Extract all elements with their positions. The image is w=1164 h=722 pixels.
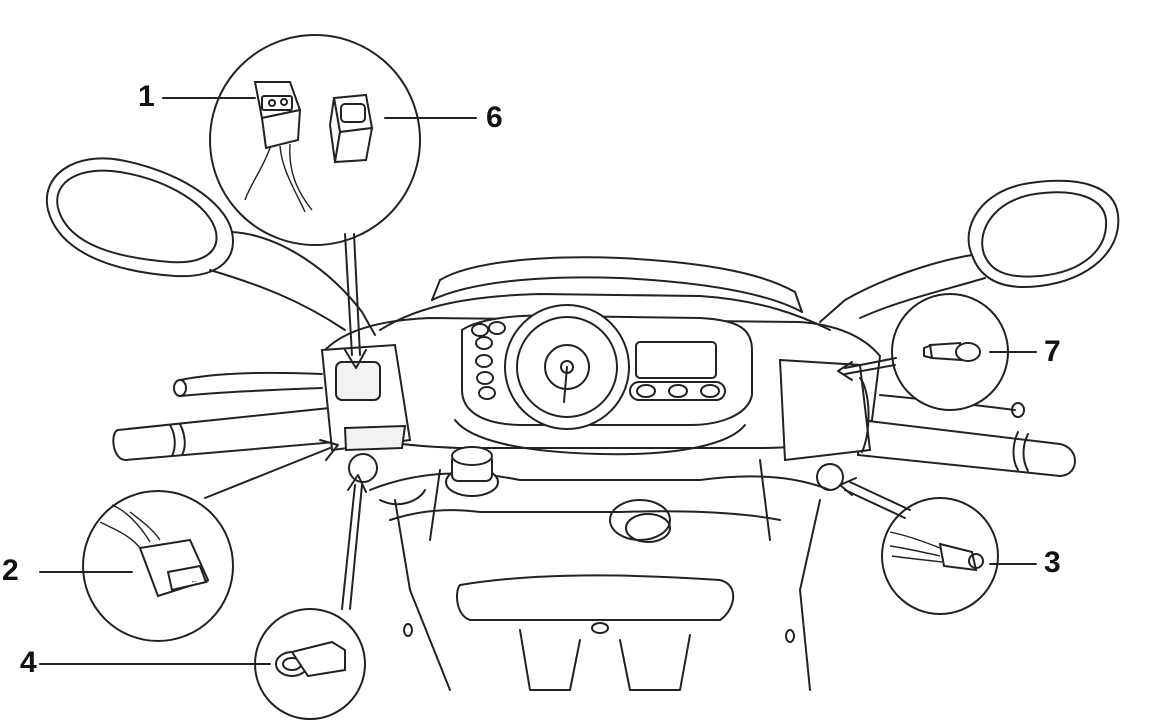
detail-circle-4 xyxy=(39,474,367,720)
callout-7: 7 xyxy=(1044,335,1061,368)
callout-3: 3 xyxy=(1044,546,1061,579)
callout-6: 6 xyxy=(486,101,503,134)
detail-circle-2: ← → xyxy=(39,439,339,642)
left-handlebar xyxy=(112,343,412,483)
detail-circle-top xyxy=(162,34,477,369)
wire-connector-icon xyxy=(938,542,978,572)
right-switch-housing xyxy=(778,358,872,462)
right-mirror xyxy=(819,179,1120,323)
left-mirror xyxy=(45,157,376,336)
svg-text:← →: ← → xyxy=(190,575,211,585)
detail-circle-7 xyxy=(837,293,1037,411)
detail-circle-3 xyxy=(839,477,1037,615)
callout-4: 4 xyxy=(20,646,37,679)
callout-1: 1 xyxy=(138,80,155,113)
lcd-display xyxy=(635,341,717,379)
windscreen xyxy=(379,256,831,331)
front-body xyxy=(369,446,831,691)
callout-2: 2 xyxy=(2,554,19,587)
